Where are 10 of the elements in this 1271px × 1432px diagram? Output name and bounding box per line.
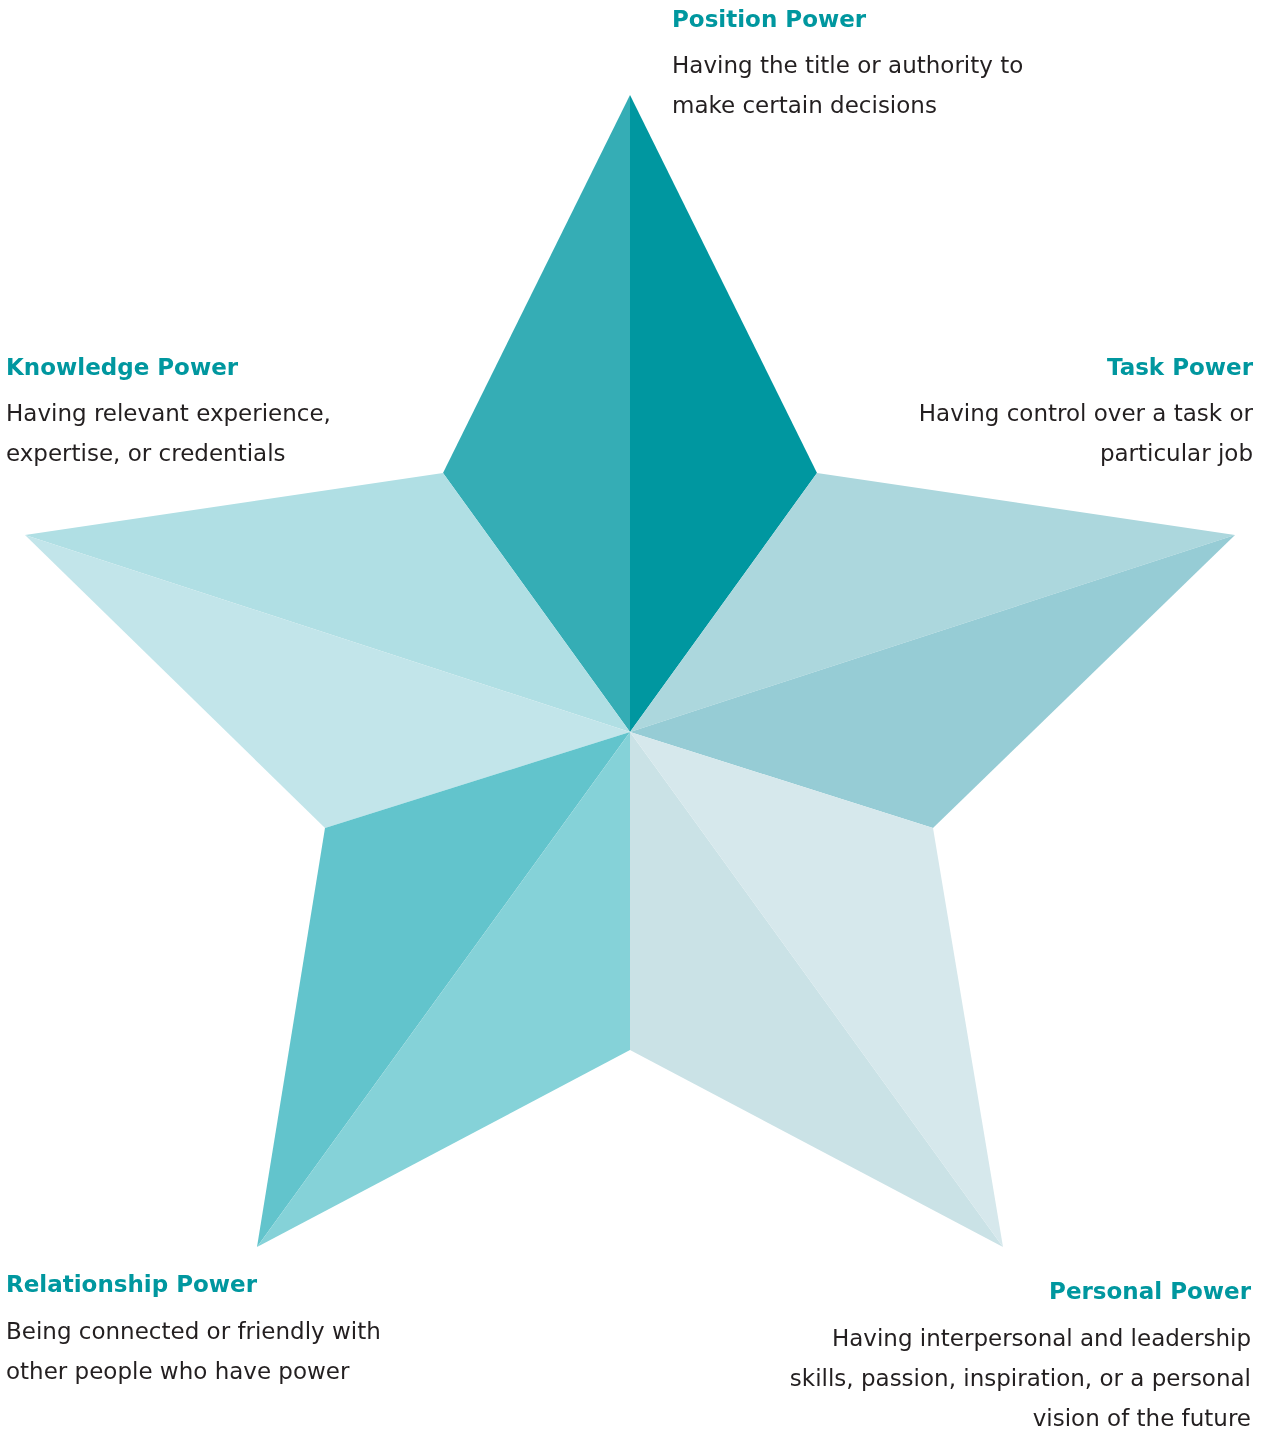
power-heading: Task Power <box>1106 353 1253 382</box>
power-heading: Position Power <box>672 5 867 34</box>
power-description: Having interpersonal and leadership skills, passion, inspiration, or a personal vision of the future <box>788 1324 1251 1432</box>
power-description: Being connected or friendly with other people who have power <box>6 1317 382 1386</box>
power-description: Having control over a task or particular job <box>917 399 1253 468</box>
power-heading: Relationship Power <box>6 1270 258 1299</box>
power-heading: Knowledge Power <box>6 353 239 382</box>
power-heading: Personal Power <box>1049 1277 1251 1306</box>
power-description: Having relevant experience, expertise, or credentials <box>6 399 332 468</box>
power-description: Having the title or authority to make certain decisions <box>672 51 1025 120</box>
